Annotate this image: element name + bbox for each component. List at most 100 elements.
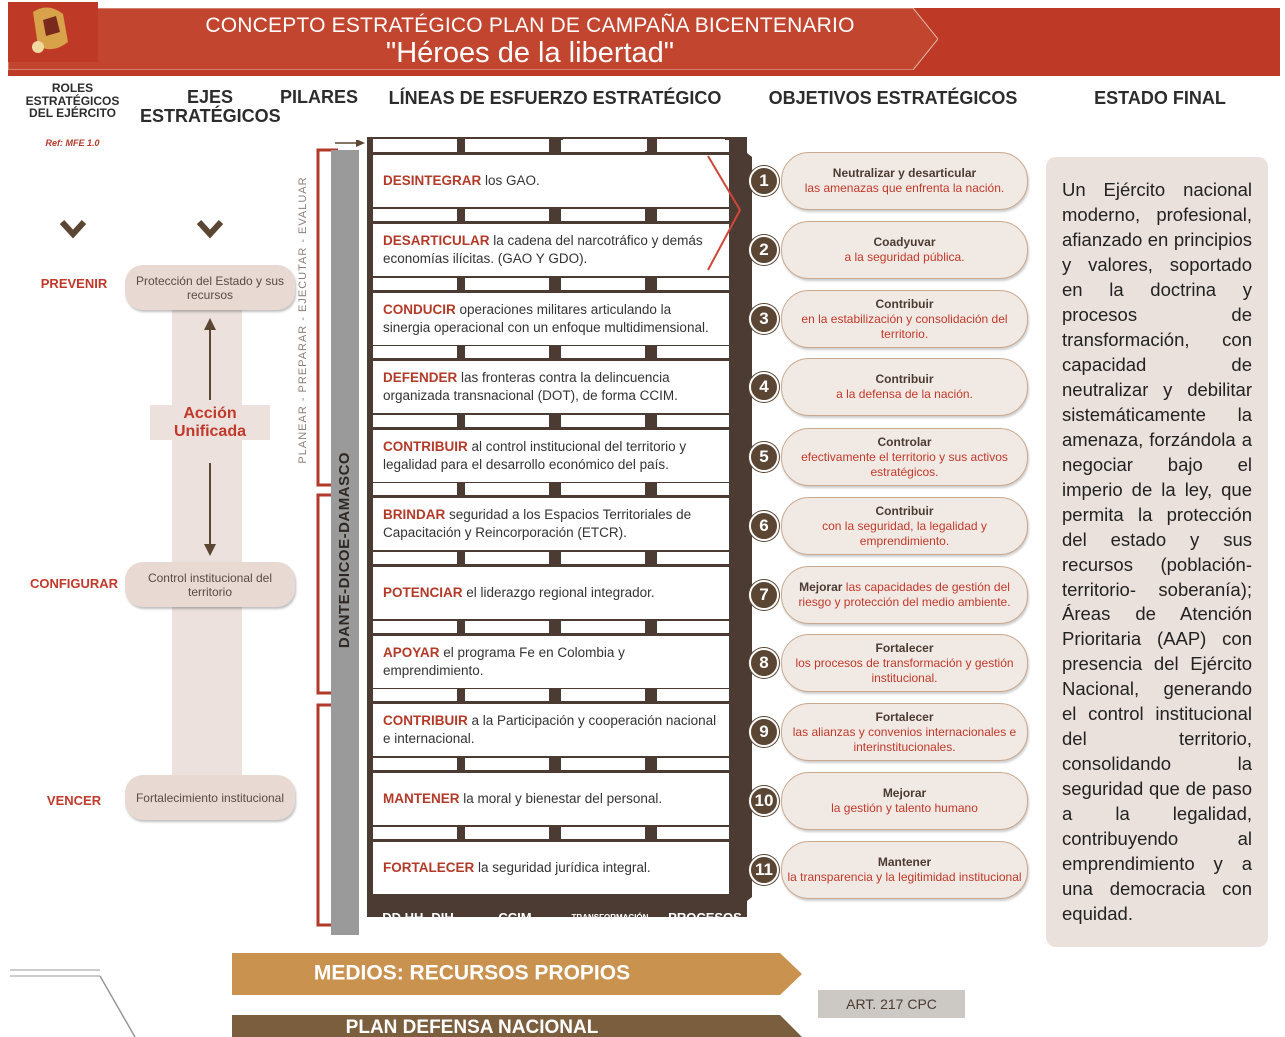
pillar-brackets xyxy=(316,140,365,927)
objective-title: Controlar xyxy=(877,434,932,449)
row-separator xyxy=(373,827,729,839)
footer-ddhh: DD.HH -DIH xyxy=(382,909,454,925)
line-verb: BRINDAR xyxy=(383,507,446,523)
objective-title: Mejorar xyxy=(882,786,927,800)
line-of-effort: BRINDAR seguridad a los Espacios Territo… xyxy=(373,498,729,550)
line-of-effort: CONTRIBUIR a la Participación y cooperac… xyxy=(373,704,729,756)
row-separator xyxy=(373,278,729,290)
role-prevenir: PREVENIR xyxy=(40,276,108,291)
line-text: la cadena del narcotráfico y demás econo… xyxy=(383,233,703,266)
svg-text:MEDIOS: RECURSOS PROPIOS: MEDIOS: RECURSOS PROPIOS xyxy=(314,962,630,985)
objective-number: 7 xyxy=(749,580,779,610)
header-arrow xyxy=(8,8,938,70)
row-separator xyxy=(373,621,729,633)
updown-arrow-icon xyxy=(204,318,216,556)
row-separator xyxy=(373,758,729,770)
pilares-header: PILARES xyxy=(279,87,358,107)
objective-text: a la seguridad pública. xyxy=(844,250,965,264)
objective-number: 1 xyxy=(749,166,779,196)
estado-final-panel xyxy=(1046,157,1268,947)
objective-text: la transparencia y la legitimidad instit… xyxy=(787,870,1022,884)
row-separator xyxy=(373,209,729,221)
line-text: seguridad a los Espacios Territoriales d… xyxy=(383,507,692,540)
decorative-lines xyxy=(10,969,136,1037)
line-verb: CONTRIBUIR xyxy=(383,713,468,729)
accion-unificada: Acción Unificada xyxy=(150,405,270,441)
objective-number: 10 xyxy=(749,786,779,816)
objective-text: efectivamente el territorio y sus activo… xyxy=(801,449,1008,479)
line-verb: CONDUCIR xyxy=(383,302,456,318)
line-verb: MANTENER xyxy=(383,791,460,807)
svg-text:PLAN DEFENSA NACIONAL: PLAN DEFENSA NACIONAL xyxy=(346,1017,599,1037)
footer-ccim: CCIM xyxy=(498,909,532,925)
svg-text:DANTE-DICOE-DAMASCO: DANTE-DICOE-DAMASCO xyxy=(336,452,353,648)
line-of-effort: DESARTICULAR la cadena del narcotráfico … xyxy=(373,224,729,276)
objective-number: 11 xyxy=(749,855,779,885)
line-of-effort: FORTALECER la seguridad jurídica integra… xyxy=(373,842,729,894)
row-separator xyxy=(373,689,729,701)
line-text: el programa Fe en Colombia y emprendimie… xyxy=(383,645,625,678)
row-separator xyxy=(373,552,729,564)
objective-pill: Mejorar las capacidades de gestión del r… xyxy=(781,566,1028,624)
line-verb: CONTRIBUIR xyxy=(383,439,468,455)
line-of-effort: APOYAR el programa Fe en Colombia y empr… xyxy=(373,636,729,688)
plan-arrow: PLAN DEFENSA NACIONAL xyxy=(232,1015,802,1037)
objective-text: las alianzas y convenios internacionales… xyxy=(792,724,1017,754)
eje-control: Control institucional del territorio xyxy=(125,562,295,607)
role-vencer: VENCER xyxy=(46,793,102,808)
art-label: ART. 217 CPC xyxy=(818,990,965,1018)
objective-title: Contribuir xyxy=(875,503,934,518)
svg-text:PLANEAR - PREPARAR - EJECUTAR: PLANEAR - PREPARAR - EJECUTAR - EVALUAR xyxy=(297,176,309,463)
roles-header: ROLES ESTRATÉGICOS DEL EJÉRCITO xyxy=(25,81,120,121)
estado-final-text: Un Ejército nacional moderno, profesiona… xyxy=(1062,179,1252,925)
objective-number: 3 xyxy=(749,304,779,334)
roles-ref: Ref: MFE 1.0 xyxy=(45,138,100,148)
pillar-phases: PLANEAR - PREPARAR - EJECUTAR - EVALUAR xyxy=(297,176,309,463)
objective-title: Mejorar xyxy=(799,580,843,594)
objective-number: 2 xyxy=(749,235,779,265)
objective-text: la gestión y talento humano xyxy=(831,801,978,815)
objective-text: las amenazas que enfrenta la nación. xyxy=(804,181,1005,195)
line-text: operaciones militares articulando la sin… xyxy=(383,302,709,335)
row-separator xyxy=(373,483,729,495)
objective-text: a la defensa de la nación. xyxy=(836,387,973,401)
objective-number: 8 xyxy=(749,648,779,678)
objective-number: 5 xyxy=(749,442,779,472)
line-verb: DESARTICULAR xyxy=(383,233,490,249)
eje-fortalecimiento: Fortalecimiento institucional xyxy=(125,775,295,820)
footer-procesos: PROCESOS xyxy=(668,909,742,925)
objective-title: Contribuir xyxy=(875,372,934,386)
dante-pillar-label: DANTE-DICOE-DAMASCO xyxy=(336,452,353,648)
red-check-mark xyxy=(707,155,742,271)
dante-pillar-bar xyxy=(331,150,359,935)
objective-title: Fortalecer xyxy=(875,709,934,724)
chevron-down-icon xyxy=(60,219,86,239)
estado-final-header: ESTADO FINAL xyxy=(1094,88,1226,108)
header-title: CONCEPTO ESTRATÉGICO PLAN DE CAMPAÑA BIC… xyxy=(205,14,855,37)
objective-title: Coadyuvar xyxy=(873,235,936,249)
line-of-effort: DEFENDER las fronteras contra la delincu… xyxy=(373,361,729,413)
line-text: los GAO. xyxy=(481,173,540,189)
role-configurar: CONFIGURAR xyxy=(29,576,119,591)
footer-transformacion: TRANSFORMACIÓN xyxy=(571,912,649,922)
lineas-header: LÍNEAS DE ESFUERZO ESTRATÉGICO xyxy=(388,88,722,108)
eje-proteccion: Protección del Estado y sus recursos xyxy=(125,265,295,310)
objective-title: Neutralizar y desarticular xyxy=(832,166,977,180)
objective-text: en la estabilización y consolidación del… xyxy=(801,311,1008,341)
row-separator xyxy=(373,346,729,358)
line-text: el liderazgo regional integrador. xyxy=(462,585,655,601)
line-of-effort: DESINTEGRAR los GAO. xyxy=(373,155,729,207)
line-verb: DEFENDER xyxy=(383,370,458,386)
line-verb: POTENCIAR xyxy=(383,585,463,601)
ejes-header: EJES ESTRATÉGICOS xyxy=(140,87,281,126)
line-text: la seguridad jurídica integral. xyxy=(474,860,651,876)
line-text: las fronteras contra la delincuencia org… xyxy=(383,370,678,403)
